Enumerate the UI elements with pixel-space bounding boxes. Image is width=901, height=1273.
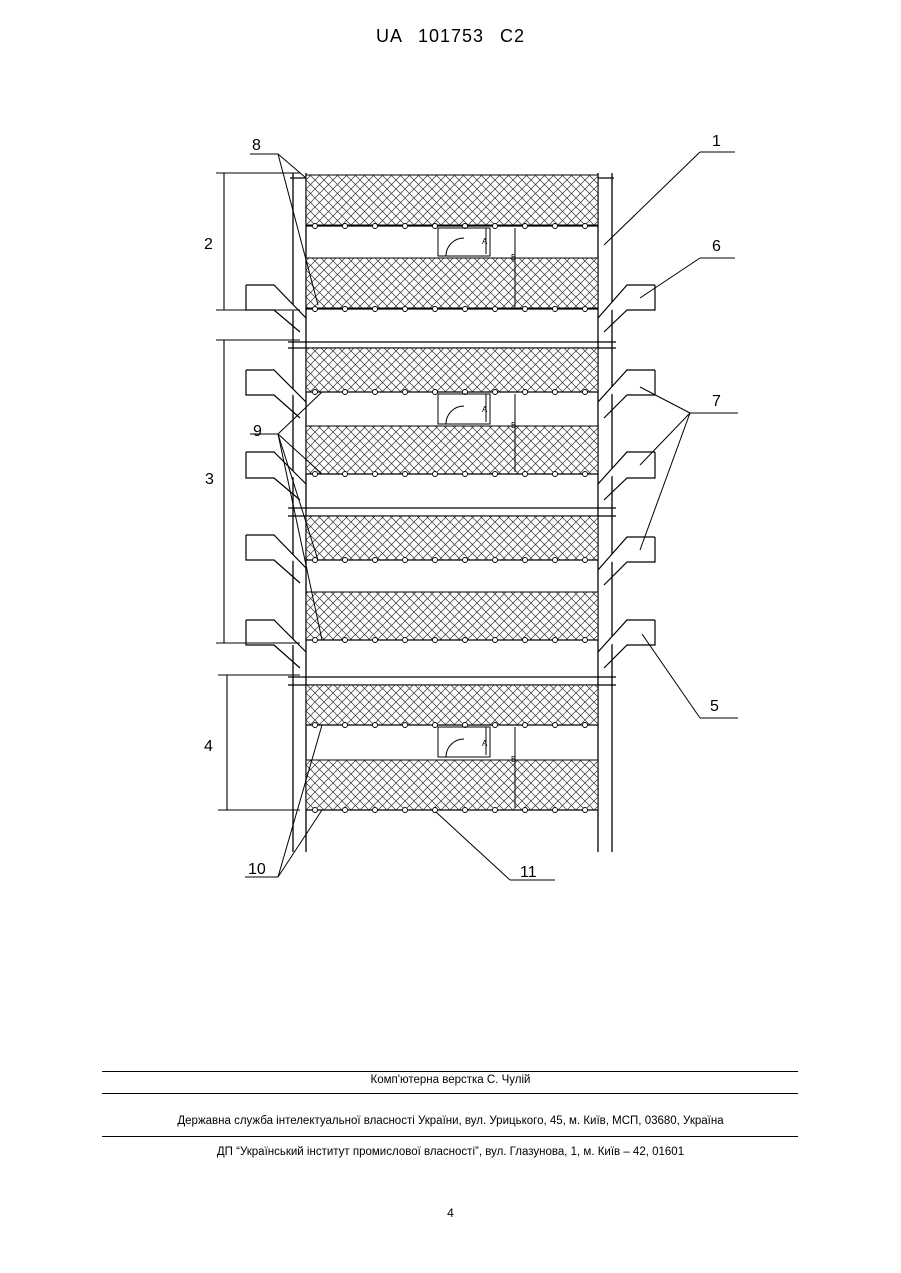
packing-layers bbox=[306, 175, 598, 810]
institute-address: ДП “Український інститут промислової вла… bbox=[0, 1146, 901, 1158]
page-number: 4 bbox=[0, 1206, 901, 1220]
dim-b-label: B bbox=[511, 421, 516, 430]
label-10: 10 bbox=[248, 861, 266, 878]
office-address: Державна служба інтелектуальної власност… bbox=[0, 1115, 901, 1127]
label-8: 8 bbox=[252, 137, 261, 154]
label-7: 7 bbox=[712, 393, 721, 410]
label-9: 9 bbox=[253, 423, 262, 440]
dim-a-label: A bbox=[482, 405, 488, 414]
label-5: 5 bbox=[710, 698, 719, 715]
section-dimensions bbox=[216, 173, 300, 810]
label-2: 2 bbox=[204, 236, 213, 253]
footer-rule bbox=[102, 1136, 798, 1137]
footer-rule bbox=[102, 1071, 798, 1072]
dim-a-label: A bbox=[482, 739, 488, 748]
label-1: 1 bbox=[712, 133, 721, 150]
label-3: 3 bbox=[205, 471, 214, 488]
label-6: 6 bbox=[712, 238, 721, 255]
dim-b-label: B bbox=[511, 253, 516, 262]
layout-credit: Комп'ютерна верстка С. Чулій bbox=[0, 1074, 901, 1086]
label-11: 11 bbox=[520, 864, 537, 881]
dim-a-label: A bbox=[482, 237, 488, 246]
dim-b-label: B bbox=[511, 755, 516, 764]
footer-rule bbox=[102, 1093, 798, 1094]
label-4: 4 bbox=[204, 738, 213, 755]
